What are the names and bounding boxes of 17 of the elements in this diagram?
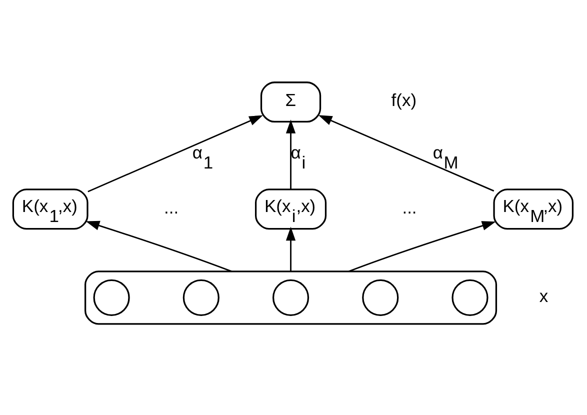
node-circle xyxy=(182,279,220,316)
node-box: Σ xyxy=(260,82,322,123)
node-circle xyxy=(362,279,399,316)
arrow xyxy=(348,221,496,272)
node-circle xyxy=(452,279,488,316)
label: ... xyxy=(164,197,179,218)
node-circle xyxy=(272,279,310,316)
arrow xyxy=(86,220,232,272)
arrow xyxy=(318,115,494,192)
node-label: f(x) xyxy=(391,90,417,110)
arrow xyxy=(88,115,264,192)
node-label: x xyxy=(539,286,548,306)
cluster xyxy=(84,270,498,325)
arrow xyxy=(286,226,296,272)
node-circle xyxy=(93,279,130,316)
arrow xyxy=(286,120,296,190)
label: ... xyxy=(402,197,417,218)
